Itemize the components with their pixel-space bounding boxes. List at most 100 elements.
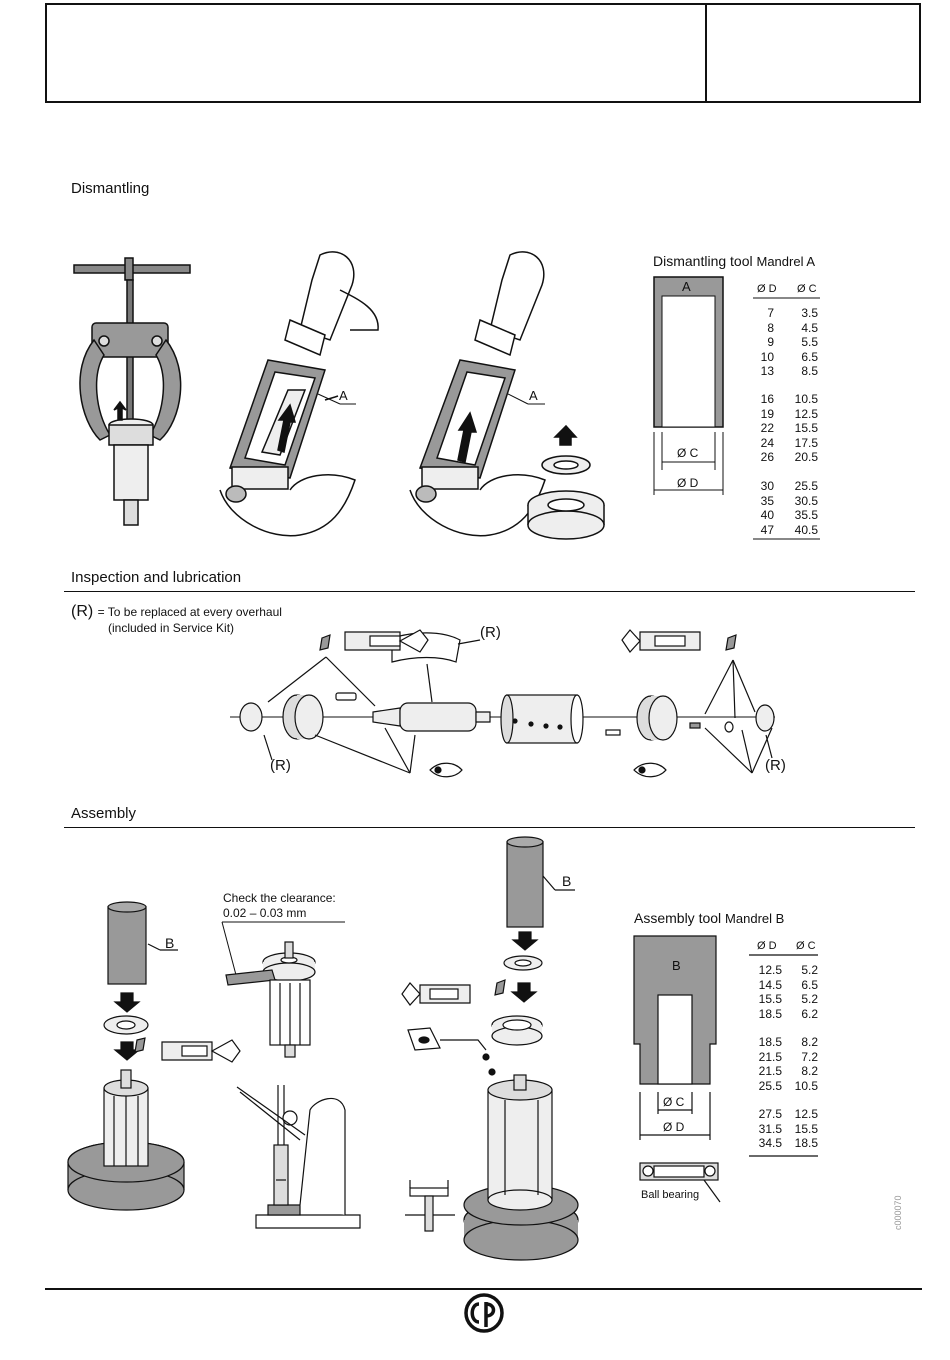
table-cell: 16 xyxy=(760,392,774,406)
hammer-mandrel-illustration-1 xyxy=(219,251,379,537)
table-cell: 15.5 xyxy=(794,421,818,435)
dismantling-tool-title: Dismantling tool Mandrel A xyxy=(653,253,815,269)
dismantling-col-d-header: Ø D xyxy=(757,283,777,295)
mandrel-b-label: B xyxy=(672,958,681,973)
exploded-motor-view xyxy=(230,629,775,778)
table-cell: 5.5 xyxy=(801,335,818,349)
table-cell: 15.5 xyxy=(794,1121,818,1136)
table-cell: 19 xyxy=(760,406,774,421)
section-title-inspection: Inspection and lubrication xyxy=(71,569,242,586)
dismantling-table-d-group-2: 16 19 22 24 26 xyxy=(748,392,774,465)
assembly-table-c-group-2: 8.2 7.2 8.2 10.5 xyxy=(786,1035,818,1093)
mandrel-b-dim-c: Ø C xyxy=(663,1095,685,1109)
table-cell: 20.5 xyxy=(794,450,818,464)
table-cell: 8.5 xyxy=(801,364,818,378)
clearance-line1: Check the clearance: xyxy=(223,891,336,905)
table-cell: 9 xyxy=(767,335,774,349)
bearing-puller-illustration xyxy=(73,257,191,526)
label-a-2: A xyxy=(529,388,538,403)
table-cell: 5.2 xyxy=(801,963,818,977)
label-r-left: (R) xyxy=(270,757,291,774)
table-cell: 18.5 xyxy=(758,1035,782,1049)
dismantling-table-d-group-1: 7 8 9 10 13 xyxy=(748,306,774,379)
assembly-tool-title-text: Assembly tool xyxy=(634,910,722,926)
mandrel-a-dim-d: Ø D xyxy=(677,476,699,490)
assembly-table-c-group-3: 12.5 15.5 18.5 xyxy=(786,1107,818,1151)
table-cell: 40.5 xyxy=(794,522,818,537)
table-cell: 30 xyxy=(760,479,774,493)
mandrel-a-drawing xyxy=(653,276,820,540)
label-b-2: B xyxy=(562,873,572,889)
press-stand-illustration xyxy=(236,1085,361,1229)
header-frame xyxy=(45,3,921,103)
table-cell: 8.2 xyxy=(801,1064,818,1078)
header-divider xyxy=(705,3,707,103)
assembly-col-c-header: Ø C xyxy=(796,940,816,952)
table-cell: 3.5 xyxy=(801,306,818,320)
table-cell: 17.5 xyxy=(794,435,818,450)
table-cell: 6.5 xyxy=(801,977,818,992)
table-cell: 21.5 xyxy=(758,1064,782,1078)
table-cell: 4.5 xyxy=(801,320,818,335)
table-cell: 6.5 xyxy=(801,349,818,364)
table-cell: 15.5 xyxy=(758,992,782,1006)
table-cell: 26 xyxy=(760,450,774,464)
dismantling-table-d-group-3: 30 35 40 47 xyxy=(748,479,774,537)
section-title-assembly: Assembly xyxy=(71,805,137,822)
mandrel-b-dim-d: Ø D xyxy=(663,1120,685,1134)
cp-logo xyxy=(464,1293,504,1333)
section-rule-assembly xyxy=(64,827,915,828)
dismantling-col-c-header: Ø C xyxy=(797,283,817,295)
table-cell: 30.5 xyxy=(794,493,818,508)
assembly-table-d-group-1: 12.5 14.5 15.5 18.5 xyxy=(748,963,782,1021)
table-cell: 10.5 xyxy=(794,392,818,406)
mandrel-a-label: A xyxy=(682,279,691,294)
section-rule-inspection xyxy=(64,591,915,592)
assembly-tool-title: Assembly tool Mandrel B xyxy=(634,910,784,926)
table-cell: 10.5 xyxy=(794,1078,818,1093)
table-cell: 40 xyxy=(760,508,774,522)
table-cell: 7.2 xyxy=(801,1049,818,1064)
mandrel-a-dim-c: Ø C xyxy=(677,446,699,460)
dismantling-table-c-group-1: 3.5 4.5 5.5 6.5 8.5 xyxy=(785,306,818,379)
table-cell: 24 xyxy=(760,435,774,450)
assembly-table-d-group-2: 18.5 21.5 21.5 25.5 xyxy=(748,1035,782,1093)
assembly-col-d-header: Ø D xyxy=(757,940,777,952)
table-cell: 5.2 xyxy=(801,992,818,1006)
label-a-1: A xyxy=(339,388,348,403)
table-cell: 18.5 xyxy=(794,1136,818,1150)
dismantling-tool-title-text: Dismantling tool xyxy=(653,253,753,269)
section-title-dismantling: Dismantling xyxy=(71,180,150,197)
label-r-top: (R) xyxy=(480,624,501,641)
inspection-note-line2: (included in Service Kit) xyxy=(108,621,235,635)
clearance-line2: 0.02 – 0.03 mm xyxy=(223,906,307,920)
table-cell: 31.5 xyxy=(758,1121,782,1136)
table-cell: 35.5 xyxy=(794,508,818,522)
inspection-note: (R) = To be replaced at every overhaul xyxy=(71,603,282,621)
table-cell: 25.5 xyxy=(758,1078,782,1093)
table-cell: 8 xyxy=(767,320,774,335)
document-code: c000070 xyxy=(893,1195,903,1230)
table-cell: 12.5 xyxy=(794,1107,818,1121)
dismantling-tool-subtitle: Mandrel A xyxy=(756,254,816,269)
table-cell: 35 xyxy=(760,493,774,508)
label-r-right: (R) xyxy=(765,757,786,774)
assembly-tool-subtitle: Mandrel B xyxy=(725,911,785,926)
inspection-note-line1: = To be replaced at every overhaul xyxy=(97,605,282,619)
table-cell: 25.5 xyxy=(794,479,818,493)
hammer-mandrel-illustration-2 xyxy=(409,251,605,540)
clearance-check-illustration xyxy=(221,921,345,1058)
assembly-table-d-group-3: 27.5 31.5 34.5 xyxy=(748,1107,782,1151)
dismantling-table-c-group-2: 10.5 12.5 15.5 17.5 20.5 xyxy=(785,392,818,465)
table-cell: 21.5 xyxy=(758,1049,782,1064)
table-cell: 14.5 xyxy=(758,977,782,992)
table-cell: 10 xyxy=(760,349,774,364)
table-cell: 12.5 xyxy=(758,963,782,977)
label-b-1: B xyxy=(165,935,175,951)
table-cell: 47 xyxy=(760,522,774,537)
mandrel-b-drawing xyxy=(633,935,818,1203)
dismantling-table-c-group-3: 25.5 30.5 35.5 40.5 xyxy=(785,479,818,537)
table-cell: 6.2 xyxy=(801,1006,818,1021)
table-cell: 13 xyxy=(760,364,774,378)
